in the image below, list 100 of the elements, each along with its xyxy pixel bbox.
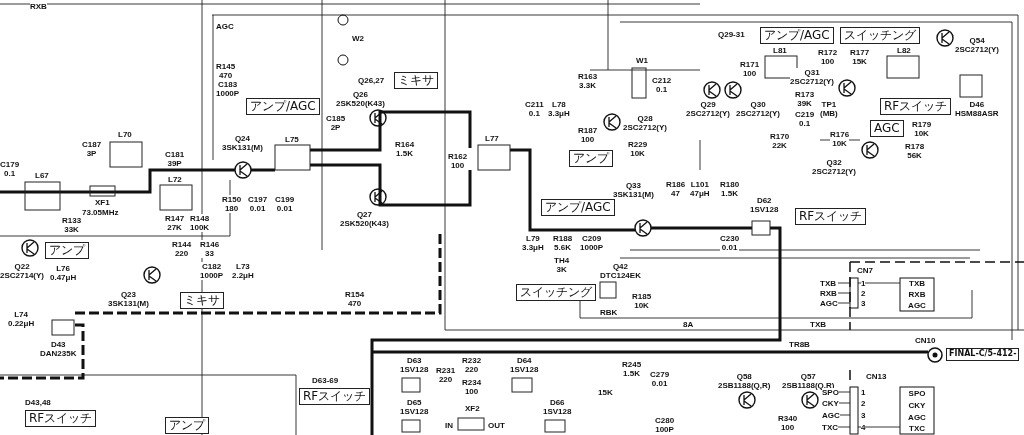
component-label: SPO — [822, 388, 839, 397]
component-label: AGC — [822, 411, 840, 420]
block-label-box: ミキサ — [180, 292, 224, 310]
component-label: L67 — [35, 171, 49, 180]
component-label: D43 DAN235K — [40, 340, 77, 358]
component-label: CN13 — [866, 372, 887, 381]
component-label: RXB — [820, 289, 837, 298]
component-label: 1 — [861, 279, 866, 288]
component-label: L74 0.22μH — [8, 310, 35, 328]
component-label: OUT — [488, 421, 505, 430]
block-label-box: アンプ — [45, 242, 89, 260]
component-label: Q29 2SC2712(Y) — [686, 100, 731, 118]
block-label-box: RFスイッチ — [25, 410, 97, 428]
component-label: 3 — [861, 299, 866, 308]
component-label: R164 1.5K — [395, 140, 415, 158]
component-label: CKY — [822, 399, 839, 408]
component-label: R163 3.3K — [578, 72, 598, 90]
component-label: R232 220 — [462, 356, 482, 374]
block-label-box: AGC — [870, 120, 904, 138]
block-label-box: アンプ/AGC — [760, 27, 834, 45]
component-label: R180 1.5K — [720, 180, 740, 198]
component-label: Q33 3SK131(M) — [613, 181, 654, 199]
component-label: R171 100 — [740, 60, 760, 78]
component-label: R234 100 — [462, 378, 482, 396]
component-label: C279 0.01 — [650, 370, 670, 388]
block-label-box: ミキサ — [394, 72, 438, 90]
component-label: Q30 2SC2712(Y) — [736, 100, 781, 118]
component-label: W1 — [636, 56, 648, 65]
pin-name: AGC — [907, 413, 927, 422]
component-label: 3 — [861, 411, 866, 420]
component-label: AGC — [820, 299, 838, 308]
block-label-box: アンプ — [165, 417, 209, 435]
component-label: R187 100 — [578, 126, 598, 144]
component-label: L79 3.3μH — [522, 234, 544, 252]
component-label: D66 1SV128 — [543, 398, 572, 416]
component-label: R172 100 — [818, 48, 838, 66]
block-label-box: アンプ — [569, 150, 613, 168]
component-label: Q31 2SC2712(Y) — [790, 68, 835, 86]
component-label: CN10 — [915, 336, 936, 345]
component-label: Q32 2SC2712(Y) — [812, 158, 857, 176]
component-label: D62 1SV128 — [750, 196, 779, 214]
component-label: Q28 2SC2712(Y) — [623, 114, 668, 132]
pin-name: AGC — [907, 301, 927, 310]
board-reference-box: FINAL-C/5-412- — [946, 348, 1020, 361]
component-label: R340 100 — [778, 414, 798, 432]
component-label: 2 — [861, 289, 866, 298]
component-label: Q42 DTC124EK — [600, 262, 641, 280]
component-label: C179 0.1 — [0, 160, 20, 178]
pin-name: CKY — [907, 401, 927, 410]
component-label: TXC — [822, 423, 838, 432]
component-label: R245 1.5K — [622, 360, 642, 378]
component-label: Q58 2SB1188(Q,R) — [718, 372, 771, 390]
component-label: C230 0.01 — [720, 234, 740, 252]
component-label: C209 1000P — [580, 234, 604, 252]
component-label: R177 15K — [850, 48, 870, 66]
component-label: R188 5.6K — [553, 234, 573, 252]
component-label: RBK — [600, 308, 618, 317]
component-label: TP1 (MB) — [820, 100, 838, 118]
component-label: R145 470 — [216, 62, 236, 80]
component-label: IN — [445, 421, 453, 430]
component-label: C280 100P — [655, 416, 675, 434]
component-label: Q24 3SK131(M) — [222, 134, 263, 152]
component-label: D64 1SV128 — [510, 356, 539, 374]
component-label: L77 — [485, 134, 499, 143]
component-label: 4 — [861, 423, 866, 432]
component-label: R162 100 — [448, 152, 468, 170]
component-label: Q29-31 — [718, 30, 745, 39]
component-label: R144 220 — [172, 240, 192, 258]
component-label: C211 0.1 — [525, 100, 544, 118]
block-label-box: アンプ/AGC — [246, 98, 320, 116]
block-label-box: RFスイッチ — [880, 98, 952, 116]
component-label: D63 1SV128 — [400, 356, 429, 374]
component-label: C183 1000P — [216, 80, 240, 98]
component-label: R147 27K — [165, 214, 185, 232]
pin-name: SPO — [907, 389, 927, 398]
component-label: R176 10K — [830, 130, 850, 148]
component-label: TXB — [820, 279, 836, 288]
component-label: R154 470 — [345, 290, 365, 308]
component-label: CN7 — [857, 266, 873, 275]
component-label: C219 0.1 — [795, 110, 815, 128]
component-label: L101 47μH — [690, 180, 710, 198]
component-label: AGC — [216, 22, 234, 31]
component-label: W2 — [352, 34, 364, 43]
component-label: Q26 2SK520(K43) — [336, 90, 385, 108]
component-label: TR8B — [789, 340, 810, 349]
component-label: TH4 3K — [554, 256, 570, 274]
pin-name: RXB — [907, 290, 927, 299]
component-label: L72 — [168, 175, 182, 184]
component-label: 8A — [683, 320, 694, 329]
component-label: Q54 2SC2712(Y) — [955, 36, 1000, 54]
component-label: R133 33K — [62, 216, 82, 234]
component-label: RXB — [30, 2, 47, 11]
component-label: 1 — [861, 388, 866, 397]
block-label-box: RFスイッチ — [795, 208, 867, 226]
component-label: R148 100K — [190, 214, 210, 232]
block-label-box: RFスイッチ — [299, 388, 371, 406]
component-label: R179 10K — [912, 120, 932, 138]
component-label: R150 180 — [222, 195, 242, 213]
component-label: XF1 — [95, 198, 110, 207]
component-label: C212 0.1 — [652, 76, 672, 94]
